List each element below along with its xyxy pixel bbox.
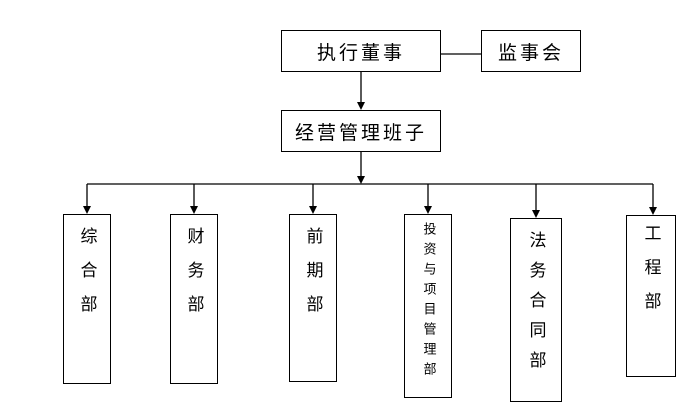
department-box-preliminary: 前期部 [289, 214, 337, 382]
department-label: 财务部 [183, 227, 204, 329]
department-label: 前期部 [302, 227, 323, 329]
department-box-legal-contracts: 法务合同部 [510, 218, 562, 402]
supervisory-board-label: 监事会 [497, 41, 564, 64]
department-label: 投资与项目管理部 [420, 222, 436, 382]
management-team-box: 经营管理班子 [281, 110, 441, 152]
department-label: 工程部 [640, 224, 661, 326]
department-box-general-affairs: 综合部 [63, 214, 111, 384]
department-box-investment-project: 投资与项目管理部 [404, 214, 452, 398]
department-box-engineering: 工程部 [626, 215, 676, 377]
department-label: 法务合同部 [525, 231, 546, 381]
department-label: 综合部 [76, 227, 97, 329]
supervisory-board-box: 监事会 [481, 30, 581, 72]
department-box-finance: 财务部 [170, 214, 218, 384]
exec-director-label: 执行董事 [316, 41, 405, 64]
exec-director-box: 执行董事 [281, 30, 441, 72]
management-team-label: 经营管理班子 [294, 121, 427, 144]
